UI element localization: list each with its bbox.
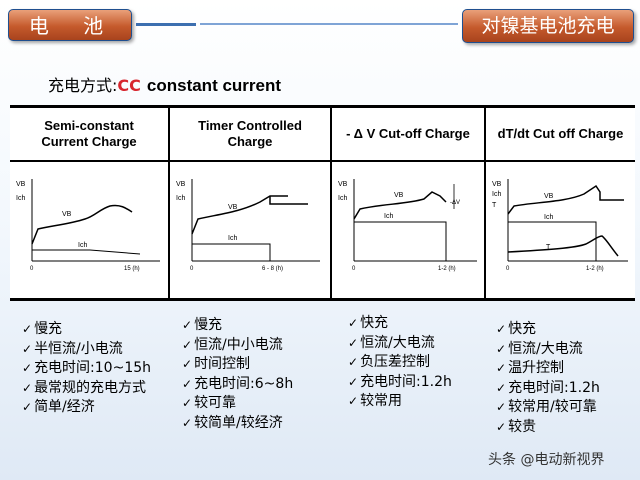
list-item: 恒流/中小电流	[182, 336, 293, 356]
axis-label-ich: Ich	[492, 191, 501, 198]
list-item: 充电时间:6~8h	[182, 375, 293, 395]
charge-mode-headline: 充电方式:CC constant current	[48, 72, 281, 96]
axis-label-t: T	[492, 202, 497, 209]
delta-v-label: -ΔV	[450, 200, 460, 206]
column-separator	[484, 108, 486, 298]
list-item: 恒流/大电流	[348, 334, 452, 354]
header-divider-left	[136, 23, 196, 26]
column-title: - Δ V Cut-off Charge	[346, 126, 470, 141]
curve-label-ich: Ich	[228, 235, 237, 242]
column-delta-v: - Δ V Cut-off Charge VB Ich VB Ich -ΔV 0…	[332, 108, 484, 298]
charge-method-table: Semi-constant Current Charge VB Ich VB I…	[10, 105, 635, 301]
curve-label-ich: Ich	[78, 242, 87, 249]
list-item: 充电时间:10~15h	[22, 359, 151, 379]
column-title: Semi-constant Current Charge	[41, 118, 137, 149]
axis-label-ich: Ich	[16, 195, 25, 202]
dtdt-graph: VB Ich T VB Ich T 0 1-2 (h)	[492, 179, 628, 272]
x-axis-end: 6 - 8 (h)	[262, 266, 283, 272]
x-axis-start: 0	[506, 266, 510, 272]
features-dtdt: 快充 恒流/大电流 温升控制 充电时间:1.2h 较常用/较可靠 较贵	[496, 320, 600, 437]
header-divider-right	[200, 23, 458, 25]
list-item: 负压差控制	[348, 353, 452, 373]
curve-label-vb: VB	[544, 193, 554, 200]
list-item: 快充	[496, 320, 600, 340]
column-dtdt: dT/dt Cut off Charge VB Ich T VB Ich T 0…	[486, 108, 635, 298]
features-timer-controlled: 慢充 恒流/中小电流 时间控制 充电时间:6~8h 较可靠 较简单/较经济	[182, 316, 293, 433]
curve-label-t: T	[546, 244, 551, 251]
column-separator	[168, 108, 170, 298]
curve-label-vb: VB	[62, 211, 72, 218]
curve-label-vb: VB	[394, 192, 404, 199]
curve-label-ich: Ich	[544, 214, 553, 221]
axis-label-vb: VB	[176, 181, 186, 188]
section-tag: 电 池	[8, 9, 132, 41]
list-item: 充电时间:1.2h	[496, 379, 600, 399]
list-item: 恒流/大电流	[496, 340, 600, 360]
list-item: 慢充	[22, 320, 151, 340]
x-axis-end: 1-2 (h)	[438, 266, 456, 272]
column-timer-controlled: Timer Controlled Charge VB Ich VB Ich 0 …	[170, 108, 330, 298]
column-separator	[330, 108, 332, 298]
column-title: dT/dt Cut off Charge	[497, 126, 624, 141]
features-semi-constant: 慢充 半恒流/小电流 充电时间:10~15h 最常规的充电方式 简单/经济	[22, 320, 151, 418]
list-item: 较可靠	[182, 394, 293, 414]
list-item: 温升控制	[496, 359, 600, 379]
features-delta-v: 快充 恒流/大电流 负压差控制 充电时间:1.2h 较常用	[348, 314, 452, 412]
header-rule	[332, 160, 484, 162]
charge-mode-label: 充电方式:	[48, 76, 118, 95]
x-axis-start: 0	[190, 266, 194, 272]
cc-label: CC	[117, 76, 141, 95]
list-item: 快充	[348, 314, 452, 334]
delta-v-graph: VB Ich VB Ich -ΔV 0 1-2 (h)	[338, 179, 477, 272]
column-title: Timer Controlled Charge	[198, 118, 302, 149]
x-axis-end: 1-2 (h)	[586, 266, 604, 272]
cc-description: constant current	[146, 76, 282, 95]
header-rule	[486, 160, 635, 162]
axis-label-ich: Ich	[338, 195, 347, 202]
list-item: 较简单/较经济	[182, 414, 293, 434]
timer-controlled-graph: VB Ich VB Ich 0 6 - 8 (h)	[176, 179, 320, 272]
list-item: 较常用	[348, 392, 452, 412]
topic-tag: 对镍基电池充电	[462, 9, 634, 43]
list-item: 较贵	[496, 418, 600, 438]
list-item: 较常用/较可靠	[496, 398, 600, 418]
curve-label-vb: VB	[228, 204, 238, 211]
x-axis-end: 15 (h)	[124, 266, 140, 272]
axis-label-ich: Ich	[176, 195, 185, 202]
header-rule	[170, 160, 330, 162]
source-watermark: 头条 @电动新视界	[488, 452, 605, 468]
column-semi-constant: Semi-constant Current Charge VB Ich VB I…	[10, 108, 168, 298]
list-item: 时间控制	[182, 355, 293, 375]
curve-label-ich: Ich	[384, 213, 393, 220]
x-axis-start: 0	[352, 266, 356, 272]
header-rule	[10, 160, 168, 162]
list-item: 最常规的充电方式	[22, 379, 151, 399]
semi-constant-graph: VB Ich VB Ich 0 15 (h)	[16, 179, 160, 272]
list-item: 慢充	[182, 316, 293, 336]
axis-label-vb: VB	[492, 181, 502, 188]
x-axis-start: 0	[30, 266, 34, 272]
list-item: 半恒流/小电流	[22, 340, 151, 360]
axis-label-vb: VB	[16, 181, 26, 188]
list-item: 简单/经济	[22, 398, 151, 418]
list-item: 充电时间:1.2h	[348, 373, 452, 393]
axis-label-vb: VB	[338, 181, 348, 188]
